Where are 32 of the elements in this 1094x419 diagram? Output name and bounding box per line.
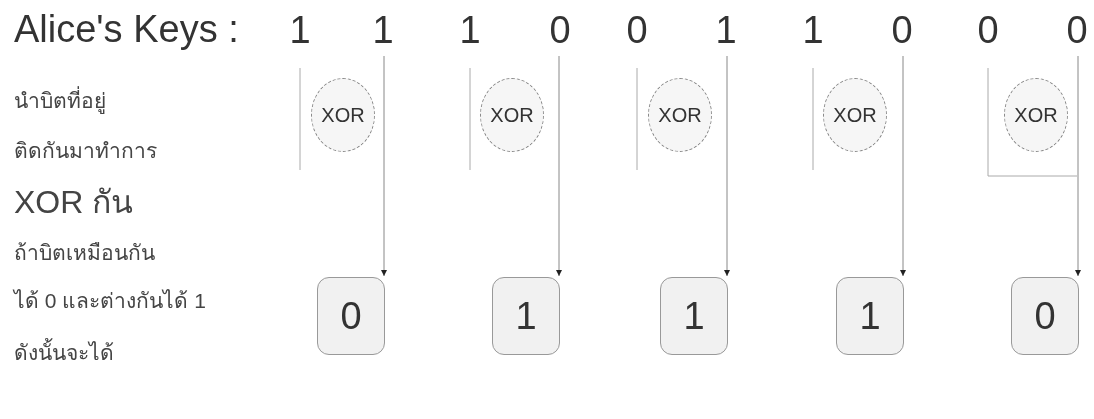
xor-circle: XOR [648, 78, 712, 152]
result-box: 1 [836, 277, 904, 355]
result-box: 0 [317, 277, 385, 355]
description-line: ได้ 0 และต่างกันได้ 1 [14, 288, 206, 314]
arrow [381, 55, 387, 277]
title: Alice's Keys : [14, 8, 239, 51]
key-bit: 1 [455, 8, 485, 52]
arrow [900, 55, 906, 277]
key-bit: 1 [711, 8, 741, 52]
description-line: ดังนั้นจะได้ [14, 336, 114, 369]
key-bit: 1 [798, 8, 828, 52]
key-bit: 0 [887, 8, 917, 52]
description-line: ติดกันมาทำการ [14, 138, 157, 164]
result-box: 1 [492, 277, 560, 355]
xor-circle: XOR [823, 78, 887, 152]
xor-circle: XOR [1004, 78, 1068, 152]
key-bit: 0 [622, 8, 652, 52]
xor-circle: XOR [311, 78, 375, 152]
description-line: XOR กัน [14, 183, 134, 222]
arrow [1075, 55, 1081, 277]
key-bit: 0 [1062, 8, 1092, 52]
xor-circle: XOR [480, 78, 544, 152]
key-bit: 0 [545, 8, 575, 52]
key-bit: 1 [368, 8, 398, 52]
result-box: 1 [660, 277, 728, 355]
description-line: ถ้าบิตเหมือนกัน [14, 240, 155, 266]
key-bit: 0 [973, 8, 1003, 52]
description-line: นำบิตที่อยู่ [14, 84, 106, 117]
arrow [724, 55, 730, 277]
result-box: 0 [1011, 277, 1079, 355]
arrow [556, 55, 562, 277]
key-bit: 1 [285, 8, 315, 52]
